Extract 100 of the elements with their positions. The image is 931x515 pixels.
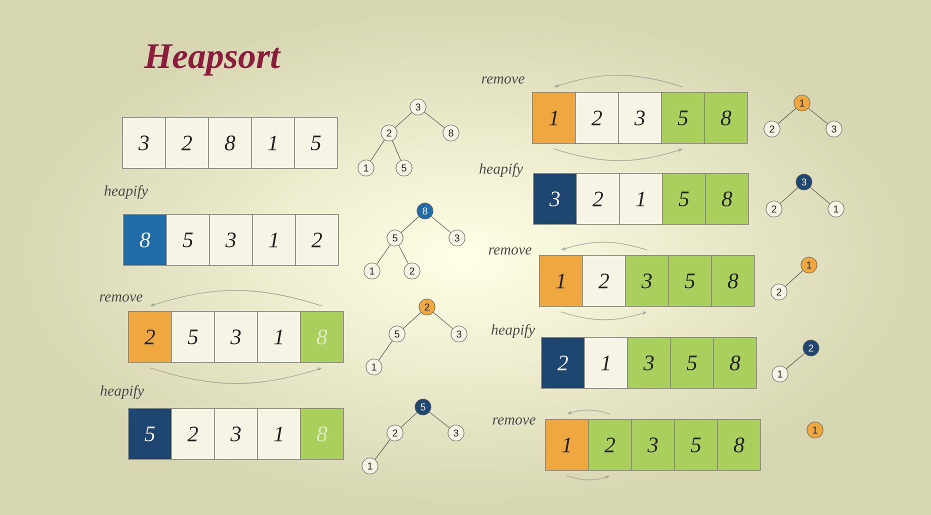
- array-cell: 2: [165, 117, 209, 169]
- array-cell: 3: [618, 92, 662, 144]
- tree-edge: [784, 270, 804, 287]
- array-cell: 2: [576, 173, 620, 225]
- array-cell: 1: [545, 419, 589, 471]
- tree-edge: [374, 439, 390, 460]
- array-cell: 8: [713, 337, 757, 389]
- array-cell: 8: [123, 214, 167, 266]
- array-cell: 5: [668, 255, 712, 307]
- tree-node: 2: [802, 340, 820, 356]
- tree-node: 1: [364, 262, 380, 280]
- array-cell: 3: [214, 311, 258, 363]
- step-label: heapify: [100, 385, 144, 399]
- tree-edge: [370, 140, 385, 162]
- step-label: remove: [100, 294, 142, 302]
- tree-edge: [400, 216, 420, 233]
- tree-node: 1: [806, 422, 824, 438]
- array-cell: 2: [582, 255, 626, 307]
- array-cell: 2: [541, 337, 585, 389]
- tree-edge: [786, 352, 805, 370]
- tree-node: 1: [800, 256, 818, 274]
- array-cell: 3: [214, 408, 258, 460]
- array-cell: 1: [257, 311, 301, 363]
- array-cell: 1: [619, 173, 663, 225]
- tree-node: 1: [362, 458, 378, 474]
- tree-node: 5: [388, 326, 406, 342]
- tree-node: 2: [380, 124, 398, 142]
- array-cell: 2: [171, 408, 215, 460]
- tree-node: 1: [794, 94, 810, 112]
- array-cell: 3: [631, 419, 675, 471]
- array-cell: 2: [128, 311, 172, 363]
- step-label: heapify: [479, 163, 524, 177]
- array-cell: 3: [122, 117, 166, 169]
- array-cell: 5: [294, 117, 338, 169]
- array-cell: 2: [295, 214, 339, 266]
- array-cell: 1: [257, 408, 301, 460]
- tree-node: 2: [766, 200, 782, 218]
- tree-edge: [402, 312, 422, 329]
- array-cell: 5: [661, 92, 705, 144]
- tree-edge: [400, 412, 418, 428]
- tree-node: 1: [772, 366, 788, 382]
- array-cell: 3: [533, 173, 577, 225]
- array-cell: 8: [705, 173, 749, 225]
- step-label: heapify: [491, 324, 536, 338]
- array-cell: 1: [251, 117, 295, 169]
- array-cell: 1: [532, 92, 576, 144]
- tree-edge: [394, 112, 412, 128]
- array-cell: 2: [588, 419, 632, 471]
- tree-node: 8: [416, 202, 434, 220]
- tree-edge: [392, 140, 402, 161]
- tree-node: 3: [826, 120, 842, 138]
- tree-edge: [431, 216, 452, 233]
- step-label: heapify: [104, 185, 148, 199]
- array-cell: 1: [252, 214, 296, 266]
- array-cell: 5: [670, 337, 714, 389]
- tree-node: 3: [448, 424, 464, 442]
- step-label: remove: [482, 76, 524, 84]
- array-cell: 2: [575, 92, 619, 144]
- tree-node: 1: [358, 160, 374, 176]
- title: Heapsort: [144, 44, 281, 76]
- tree-node: 2: [770, 284, 788, 300]
- tree-edge: [433, 312, 454, 329]
- tree-node: 1: [366, 358, 382, 376]
- tree-node: 3: [448, 230, 466, 246]
- tree-node: 5: [414, 398, 432, 416]
- tree-edge: [808, 108, 828, 124]
- array-cell: 8: [704, 92, 748, 144]
- array-cell: 8: [300, 408, 344, 460]
- array-cell: 3: [625, 255, 669, 307]
- tree-node: 2: [418, 298, 436, 316]
- tree-node: 5: [396, 160, 412, 176]
- tree-node: 5: [386, 230, 404, 246]
- array-cell: 5: [674, 419, 718, 471]
- array-cell: 8: [717, 419, 761, 471]
- tree-edge: [429, 412, 450, 428]
- array-cell: 5: [662, 173, 706, 225]
- tree-node: 3: [450, 326, 468, 342]
- step-label: remove: [492, 417, 536, 425]
- array-cell: 1: [584, 337, 628, 389]
- tree-node: 8: [442, 124, 460, 142]
- array-cell: 5: [128, 408, 172, 460]
- array-cell: 8: [208, 117, 252, 169]
- tree-edge: [778, 108, 796, 124]
- array-cell: 3: [209, 214, 253, 266]
- tree-node: 3: [796, 174, 812, 190]
- tree-edge: [780, 187, 798, 204]
- tree-node: 2: [386, 424, 404, 442]
- tree-node: 2: [404, 262, 420, 280]
- step-label: remove: [488, 247, 532, 255]
- tree-node: 3: [410, 98, 426, 116]
- tree-node: 1: [828, 200, 844, 218]
- array-cell: 5: [171, 311, 215, 363]
- array-cell: 5: [166, 214, 210, 266]
- tree-edge: [424, 112, 445, 128]
- array-cell: 8: [300, 311, 344, 363]
- tree-edge: [810, 187, 830, 204]
- tree-node: 2: [764, 120, 780, 138]
- array-cell: 1: [539, 255, 583, 307]
- array-cell: 3: [627, 337, 671, 389]
- tree-edge: [398, 245, 409, 264]
